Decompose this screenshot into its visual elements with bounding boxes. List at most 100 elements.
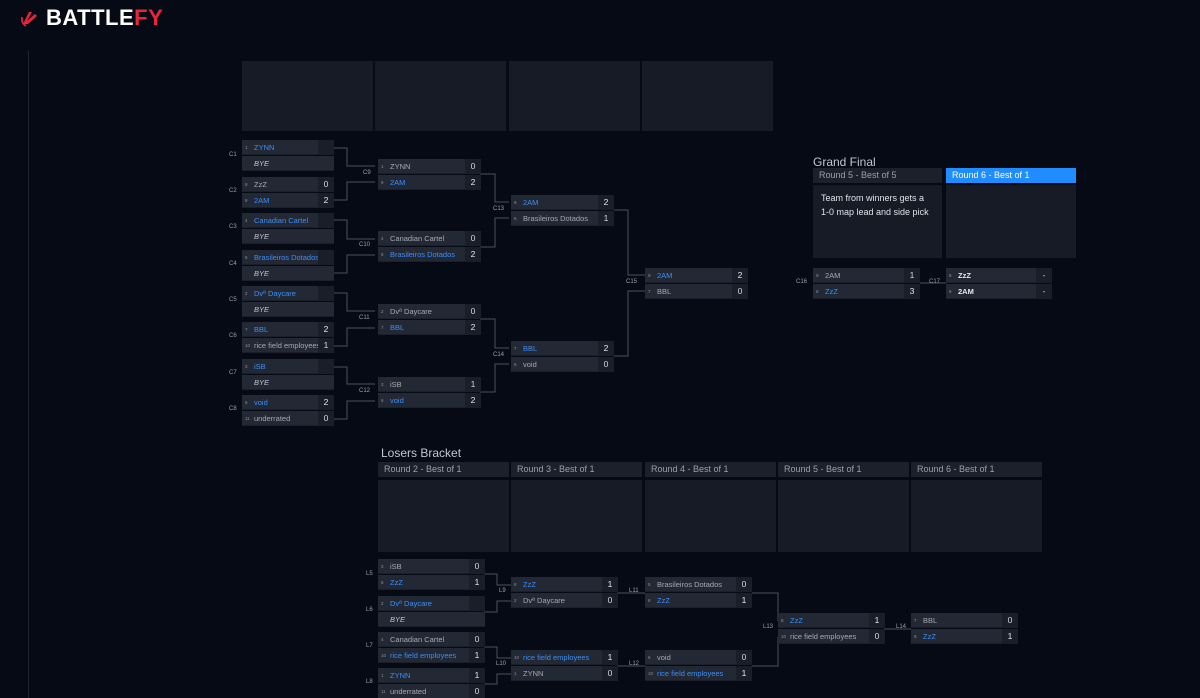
team-seed: 7 bbox=[648, 289, 651, 294]
team-seed: 11 bbox=[381, 689, 386, 694]
grand-final-round5-header[interactable]: Round 5 - Best of 5 bbox=[813, 168, 942, 183]
match-c7-team-row[interactable]: BYE bbox=[242, 375, 334, 390]
team-seed: 8 bbox=[816, 289, 819, 294]
match-l6-team-row[interactable]: BYE bbox=[378, 612, 485, 627]
match-label-c8: C8 bbox=[229, 406, 237, 412]
match-c5-team-row[interactable]: BYE bbox=[242, 302, 334, 317]
losers-round2-header[interactable]: Round 2 - Best of 1 bbox=[378, 462, 509, 477]
team-seed: 5 bbox=[514, 216, 517, 221]
match-c1-team-row[interactable]: BYE bbox=[242, 156, 334, 171]
team-name: ZzZ bbox=[390, 578, 403, 587]
team-score: 2 bbox=[465, 175, 481, 190]
team-name: Canadian Cartel bbox=[390, 635, 445, 644]
team-score: 3 bbox=[904, 284, 920, 299]
team-name: void bbox=[523, 360, 537, 369]
losers-round5-header[interactable]: Round 5 - Best of 1 bbox=[778, 462, 909, 477]
team-name: Dvª Daycare bbox=[254, 289, 296, 298]
match-label-c9: C9 bbox=[363, 170, 371, 176]
team-score bbox=[318, 359, 334, 374]
match-label-c12: C12 bbox=[359, 388, 371, 394]
winners-round-panel bbox=[642, 61, 773, 131]
team-seed: 1 bbox=[381, 164, 384, 169]
team-name: void bbox=[254, 398, 268, 407]
team-seed: 1 bbox=[245, 145, 248, 150]
team-score bbox=[469, 596, 485, 611]
losers-round-panel bbox=[911, 480, 1042, 552]
losers-round4-header[interactable]: Round 4 - Best of 1 bbox=[645, 462, 776, 477]
losers-round6-header[interactable]: Round 6 - Best of 1 bbox=[911, 462, 1042, 477]
match-label-c17: C17 bbox=[929, 279, 941, 285]
match-c4-team-row[interactable]: BYE bbox=[242, 266, 334, 281]
team-seed: 8 bbox=[781, 618, 784, 623]
battlefy-logo-icon[interactable] bbox=[20, 8, 40, 28]
match-label-l13: L13 bbox=[763, 624, 774, 630]
team-score: 2 bbox=[318, 322, 334, 337]
team-seed: 6 bbox=[514, 362, 517, 367]
team-name: BYE bbox=[254, 232, 270, 241]
match-label-c6: C6 bbox=[229, 333, 237, 339]
team-seed: 4 bbox=[245, 218, 248, 223]
grand-final-round6-header[interactable]: Round 6 - Best of 1 bbox=[946, 168, 1076, 183]
match-c3-team-row[interactable]: BYE bbox=[242, 229, 334, 244]
team-seed: 10 bbox=[648, 671, 654, 676]
team-seed: 1 bbox=[514, 671, 517, 676]
team-seed: 9 bbox=[245, 198, 248, 203]
team-score: 1 bbox=[869, 613, 885, 628]
losers-round3-header[interactable]: Round 3 - Best of 1 bbox=[511, 462, 642, 477]
team-seed: 10 bbox=[514, 655, 520, 660]
match-label-l12: L12 bbox=[629, 661, 640, 667]
team-name: Dvª Daycare bbox=[390, 599, 432, 608]
brand-name[interactable]: BATTLEFY bbox=[46, 5, 163, 31]
team-name: ZzZ bbox=[958, 271, 971, 280]
losers-round-panel bbox=[778, 480, 909, 552]
